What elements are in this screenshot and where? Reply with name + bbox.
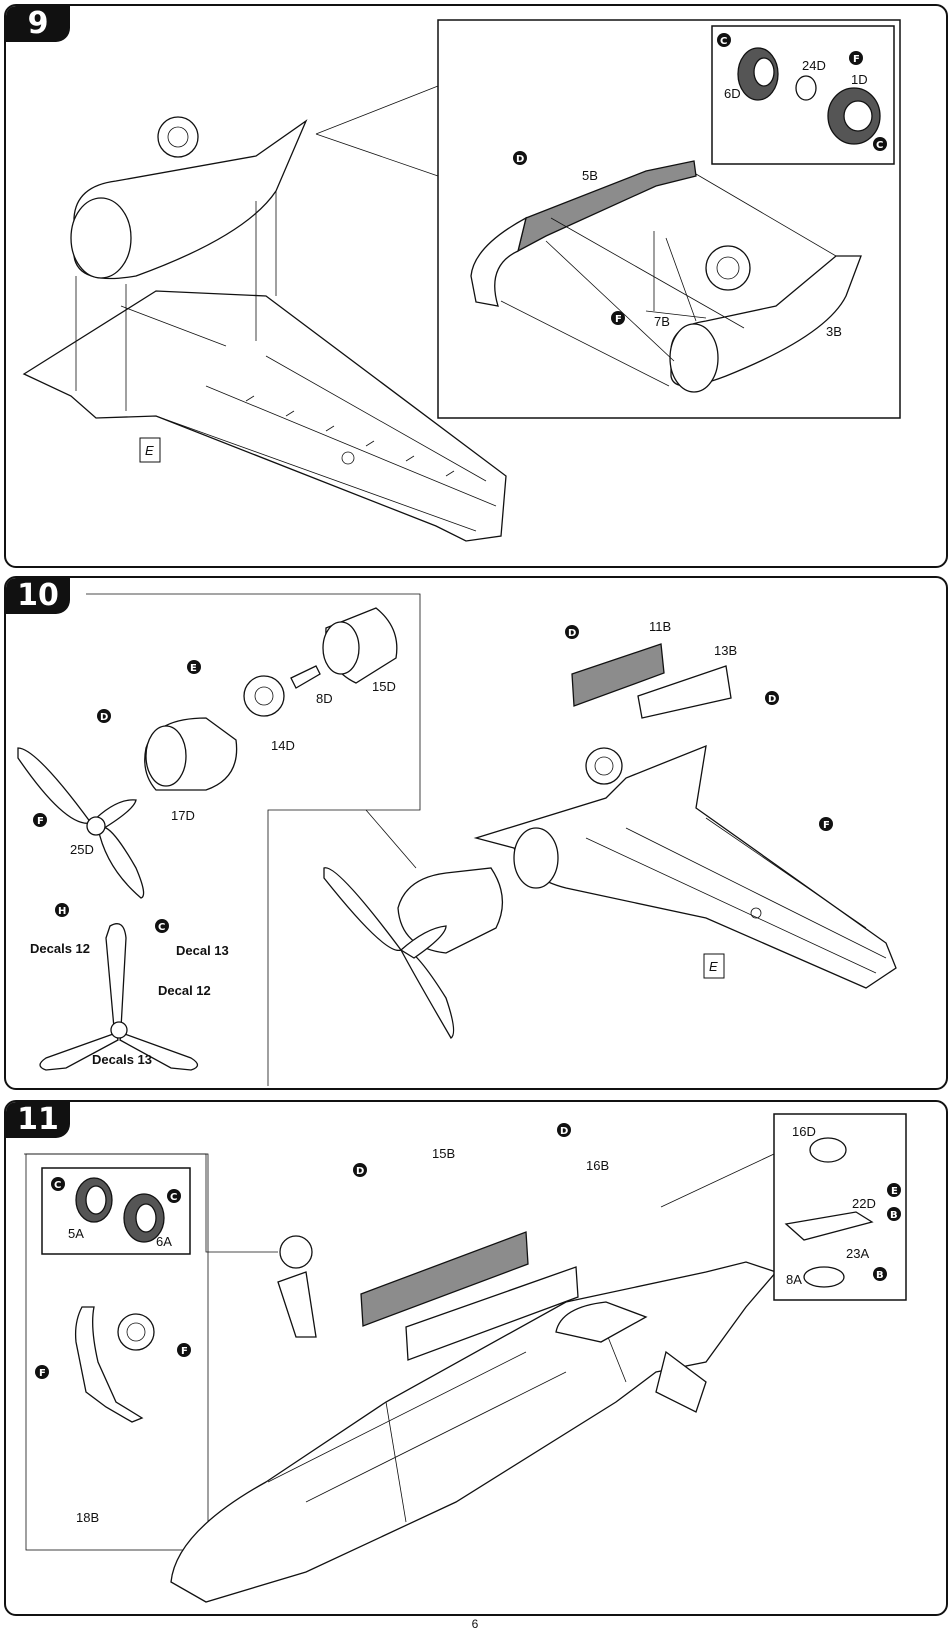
part-label: 22D	[852, 1196, 876, 1211]
part-label: 24D	[802, 58, 826, 73]
step-10-panel: 10	[4, 576, 948, 1090]
part-label: 8A	[786, 1272, 802, 1287]
part-label: 23A	[846, 1246, 869, 1261]
step-10-decal-labels: Decals 12 Decal 13 Decal 12 Decals 13	[30, 941, 229, 1067]
part-label: 18B	[76, 1510, 99, 1525]
svg-text:E: E	[891, 1186, 898, 1197]
step-10-illustration: E 15D 8D 14D 17D 25D 11B 13B Decals 12 D…	[17, 593, 897, 1086]
wing-part	[22, 290, 507, 542]
decal-label: Decal 13	[176, 943, 229, 958]
part-label: 15B	[432, 1146, 455, 1161]
step-11-panel: 11 5A 6A 18B	[4, 1100, 948, 1616]
part-label: 11B	[649, 619, 671, 634]
svg-text:C: C	[876, 140, 883, 151]
svg-text:D: D	[768, 694, 776, 705]
part-label: 6D	[724, 86, 741, 101]
part-label: 13B	[714, 643, 737, 658]
svg-text:C: C	[158, 922, 165, 933]
step-11-gear-detail	[25, 1153, 209, 1551]
step-9-panel: 9 E	[4, 4, 948, 568]
svg-text:F: F	[39, 1368, 46, 1379]
step-10-number: 10	[6, 578, 70, 614]
part-label: 17D	[171, 808, 195, 823]
part-label: 8D	[316, 691, 333, 706]
step-10-callouts: E D F H C D D F	[33, 625, 833, 933]
step-11-part-labels: 5A 6A 18B 15B 16B 16D 22D 23A 8A	[68, 1124, 876, 1525]
svg-text:D: D	[560, 1126, 568, 1137]
svg-text:D: D	[356, 1166, 364, 1177]
step-11-illustration: 5A 6A 18B 15B 16B 16D 22D 23A 8A C C F F…	[24, 1113, 907, 1603]
svg-text:F: F	[37, 816, 44, 827]
part-label: 5B	[582, 168, 598, 183]
svg-text:F: F	[615, 314, 622, 325]
part-label: 3B	[826, 324, 842, 339]
step-11-number: 11	[6, 1102, 70, 1138]
part-label: 14D	[271, 738, 295, 753]
decal-label: Decals 12	[30, 941, 90, 956]
part-label: 1D	[851, 72, 868, 87]
part-label: 15D	[372, 679, 396, 694]
part-label: 5A	[68, 1226, 84, 1241]
svg-text:F: F	[823, 820, 830, 831]
step-11-wheel-detail	[41, 1167, 191, 1255]
decal-label: Decals 13	[92, 1052, 152, 1067]
step-9-illustration: E 5B 7B 3B 6D 24D 1D C	[22, 19, 901, 542]
step-9-callouts: C F C D F	[513, 33, 887, 325]
step-10-part-labels: 15D 8D 14D 17D 25D 11B 13B	[70, 619, 737, 857]
part-label: 16B	[586, 1158, 609, 1173]
step-9-part-labels: 5B 7B 3B 6D 24D 1D	[582, 58, 868, 339]
part-label: 7B	[654, 314, 670, 329]
svg-text:C: C	[720, 36, 727, 47]
step-10-surface-label: E	[709, 959, 718, 974]
svg-text:F: F	[181, 1346, 188, 1357]
step-9-surface-label: E	[145, 443, 154, 458]
propeller-part	[17, 747, 93, 824]
part-label: 16D	[792, 1124, 816, 1139]
svg-text:B: B	[890, 1210, 898, 1221]
svg-text:H: H	[58, 906, 66, 917]
svg-text:D: D	[100, 712, 108, 723]
step-11-callouts: C C F F D D E B B	[35, 1123, 901, 1379]
step-9-number: 9	[6, 6, 70, 42]
part-label: 25D	[70, 842, 94, 857]
part-label: 6A	[156, 1234, 172, 1249]
decal-label: Decal 12	[158, 983, 211, 998]
svg-text:D: D	[516, 154, 524, 165]
svg-text:B: B	[876, 1270, 884, 1281]
svg-text:D: D	[568, 628, 576, 639]
svg-text:C: C	[170, 1192, 177, 1203]
svg-text:C: C	[54, 1180, 61, 1191]
svg-text:E: E	[190, 663, 197, 674]
page-number: 6	[471, 1617, 479, 1631]
svg-text:F: F	[853, 54, 860, 65]
fuselage-part	[170, 1261, 778, 1603]
